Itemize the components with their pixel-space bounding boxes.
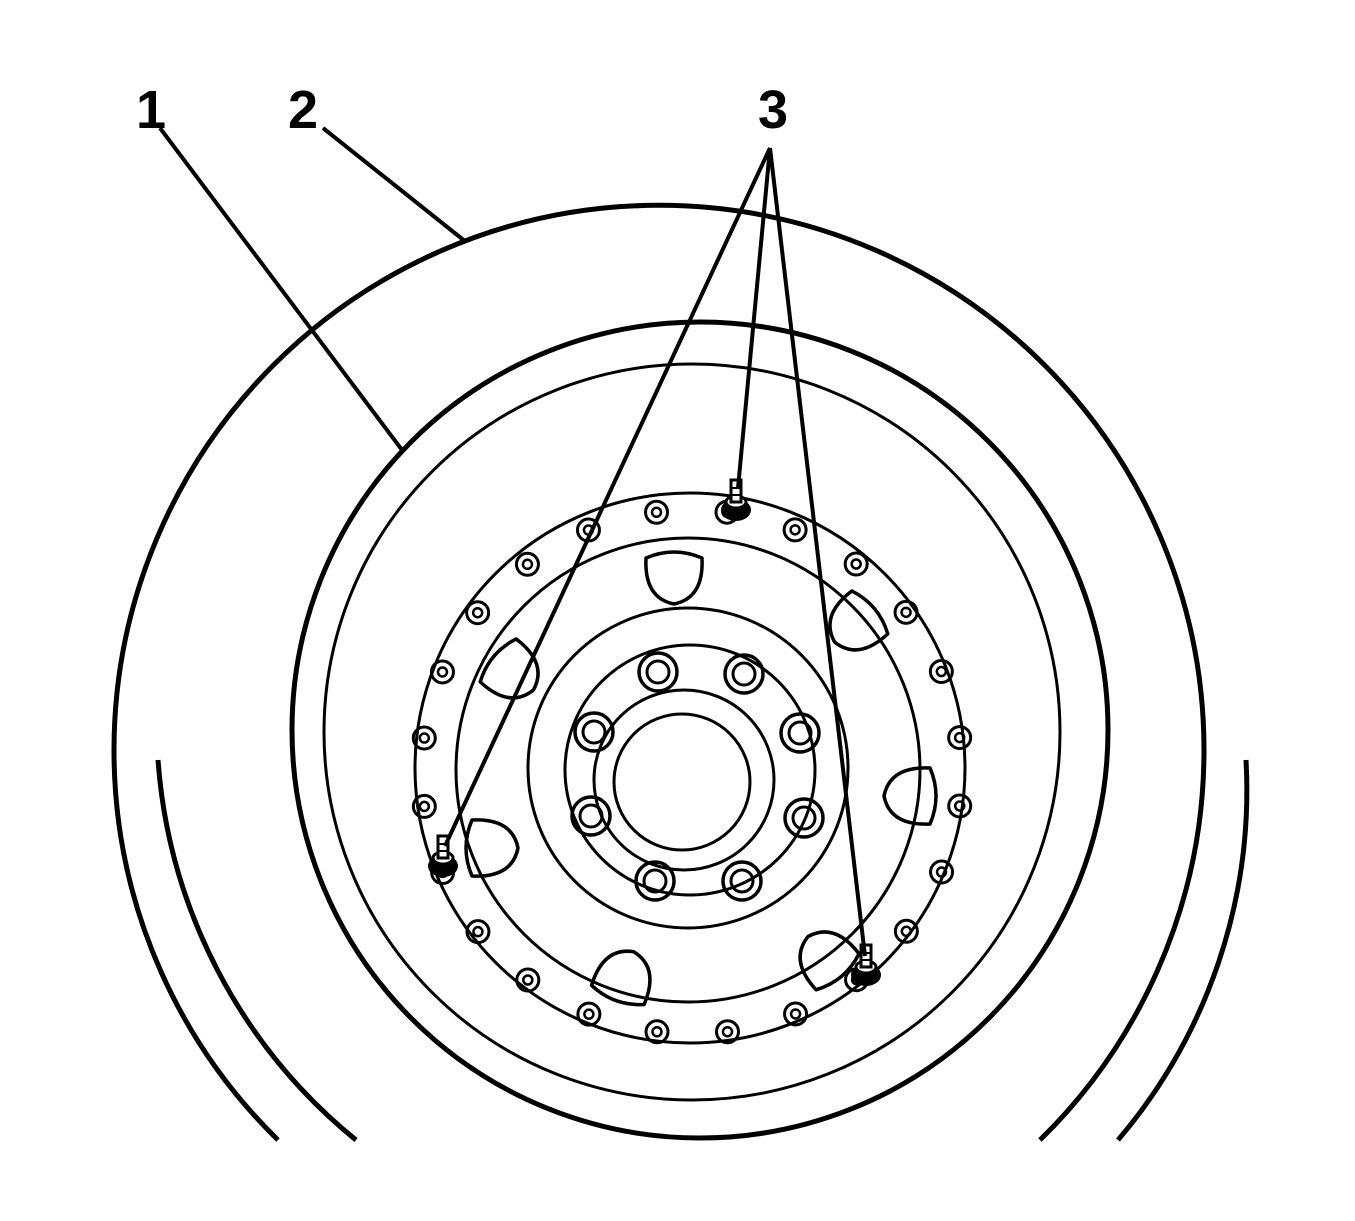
vent-hole	[882, 766, 938, 826]
rim-bolt	[947, 793, 973, 819]
vent-hole	[828, 589, 890, 652]
vent-hole	[589, 949, 652, 1007]
rim-bolt	[893, 918, 919, 944]
rim-bolt	[893, 599, 919, 625]
lug-nut	[570, 795, 612, 837]
rim-bolt	[843, 551, 869, 577]
rim-bolt	[947, 725, 973, 751]
rim-bolt	[465, 919, 491, 945]
lug-nut	[723, 653, 765, 695]
rim-bolt	[644, 1019, 670, 1045]
rim-flange	[413, 491, 967, 1045]
hub-inner-ring	[592, 688, 776, 872]
wheel-lug-nuts	[570, 651, 825, 902]
vent-hole	[798, 930, 861, 992]
rim-bolt	[411, 793, 437, 819]
rim-bolt	[783, 1001, 809, 1027]
rim-bolt	[714, 1019, 740, 1045]
wheel-vent-holes	[464, 550, 938, 1007]
tire-outer-front-edge	[111, 202, 1207, 1142]
tire-outer-rear-edge-right	[1116, 759, 1250, 1142]
tire	[111, 202, 1250, 1142]
vent-hole	[464, 818, 520, 878]
wheel-rim	[289, 319, 1111, 1141]
vent-hole	[644, 550, 704, 606]
tire-outer-rear-edge	[155, 759, 358, 1142]
vent-hole	[478, 637, 540, 700]
rim-bolts	[411, 499, 973, 1045]
disc-hub-ring	[526, 606, 850, 930]
callout-1: 1	[136, 80, 166, 140]
rim-bolt	[515, 967, 541, 993]
callout-2: 2	[288, 80, 318, 140]
rim-inner-edge	[322, 362, 1062, 1102]
leader-line-3a	[736, 147, 772, 489]
hub-bolt-circle	[563, 643, 817, 897]
lug-nut	[721, 860, 763, 902]
rim-bolt	[465, 600, 491, 626]
leader-line-3b	[443, 147, 772, 847]
disc-outer-ring	[454, 536, 922, 1004]
lug-nut	[573, 711, 615, 753]
lug-nut	[634, 860, 676, 902]
leader-lines	[158, 126, 867, 957]
lug-nut	[779, 712, 821, 754]
lug-nut	[783, 797, 825, 839]
rim-bolt	[929, 859, 955, 885]
rim-bolt	[644, 499, 670, 525]
leader-line-3c	[768, 147, 867, 957]
rim-bolt	[411, 725, 437, 751]
rim-bolt	[782, 517, 808, 543]
rim-bolt	[429, 659, 455, 685]
lug-nut	[637, 651, 679, 693]
hub-center-bore	[612, 712, 752, 852]
leader-line-2	[321, 126, 468, 244]
callout-labels: 1 2 3	[136, 80, 788, 140]
wheel-stud	[428, 834, 458, 877]
rim-outer-edge	[289, 319, 1111, 1141]
rim-bolt	[514, 551, 540, 577]
rim-bolt	[576, 1001, 602, 1027]
wheel-stud	[721, 478, 751, 521]
leader-line-1	[158, 126, 404, 452]
callout-3: 3	[758, 80, 788, 140]
rim-bolt	[928, 659, 954, 685]
